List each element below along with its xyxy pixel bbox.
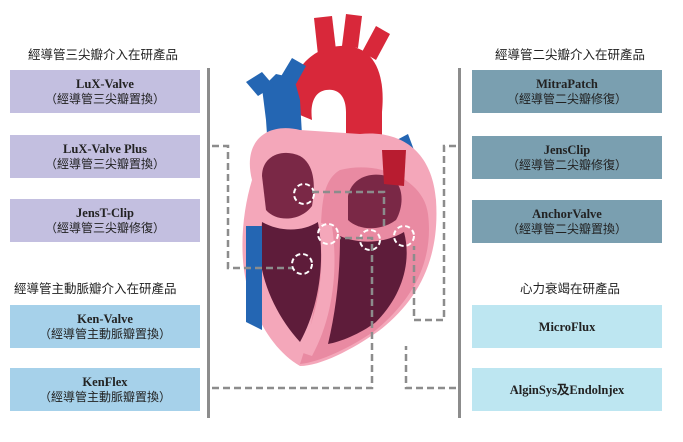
- product-name: LuX-Valve Plus: [63, 142, 147, 156]
- product-box-kenflex[interactable]: KenFlex （經導管主動脈瓣置換）: [10, 368, 200, 411]
- product-box-ken-valve[interactable]: Ken-Valve （經導管主動脈瓣置換）: [10, 305, 200, 348]
- valve-marker-ventricle: [395, 325, 417, 347]
- inferior-vena-cava: [246, 226, 262, 330]
- valve-marker-mitral: [359, 229, 381, 251]
- product-name: LuX-Valve: [76, 77, 134, 91]
- left-group-bar: [207, 68, 210, 418]
- connector-heart-failure: [404, 346, 456, 390]
- product-box-alginsys[interactable]: AlginSys及Endolnjex: [472, 368, 662, 411]
- valve-marker-mitral-2: [393, 225, 415, 247]
- right-atrium: [262, 152, 314, 219]
- product-box-jenst-clip[interactable]: JensT-Clip （經導管三尖瓣修復）: [10, 199, 200, 242]
- heart-failure-heading: 心力衰竭在研產品: [520, 281, 621, 296]
- product-name: JensT-Clip: [76, 206, 134, 220]
- product-box-mitrapatch[interactable]: MitraPatch （經導管二尖瓣修復）: [472, 70, 662, 113]
- right-group-bar: [458, 68, 461, 418]
- product-name: JensClip: [543, 143, 591, 157]
- aortic-branch: [362, 26, 390, 60]
- product-desc: （經導管主動脈瓣置換）: [38, 327, 171, 341]
- product-box-lux-valve-plus[interactable]: LuX-Valve Plus （經導管三尖瓣置換）: [10, 135, 200, 178]
- product-box-microflux[interactable]: MicroFlux: [472, 305, 662, 348]
- vena-branch: [280, 58, 306, 84]
- connector-aortic: [212, 236, 374, 390]
- aortic-heading: 經導管主動脈瓣介入在研產品: [14, 281, 177, 296]
- valve-marker-aortic: [317, 223, 339, 245]
- product-desc: （經導管主動脈瓣置換）: [38, 390, 171, 404]
- left-atrium: [348, 174, 402, 229]
- connector-pulmonary: [312, 190, 386, 230]
- product-desc: （經導管二尖瓣修復）: [506, 92, 627, 106]
- product-desc: （經導管二尖瓣置換）: [506, 222, 627, 236]
- product-box-jensclip[interactable]: JensClip （經導管二尖瓣修復）: [472, 136, 662, 179]
- mitral-heading: 經導管二尖瓣介入在研產品: [495, 47, 646, 62]
- right-ventricle: [260, 222, 322, 342]
- product-name: AlginSys及Endolnjex: [509, 382, 625, 397]
- product-desc: （經導管二尖瓣修復）: [506, 158, 627, 172]
- aortic-branch: [314, 16, 336, 55]
- connector-tricuspid: [212, 144, 292, 270]
- product-desc: （經導管三尖瓣置換）: [44, 92, 165, 106]
- product-box-lux-valve[interactable]: LuX-Valve （經導管三尖瓣置換）: [10, 70, 200, 113]
- left-ventricle: [328, 232, 407, 344]
- vena-branch: [246, 72, 274, 96]
- product-desc: （經導管三尖瓣置換）: [44, 157, 165, 171]
- product-box-anchorvalve[interactable]: AnchorValve （經導管二尖瓣置換）: [472, 200, 662, 243]
- product-name: AnchorValve: [532, 207, 602, 221]
- tricuspid-heading: 經導管三尖瓣介入在研產品: [28, 47, 179, 62]
- aorta-arch: [288, 45, 383, 150]
- product-name: Ken-Valve: [77, 312, 133, 326]
- product-name: MitraPatch: [536, 77, 598, 91]
- descending-aorta: [382, 150, 406, 186]
- product-name: KenFlex: [82, 375, 128, 389]
- septum: [300, 222, 335, 356]
- product-name: MicroFlux: [538, 319, 596, 334]
- product-desc: （經導管三尖瓣修復）: [44, 221, 165, 235]
- valve-marker-pulmonary: [293, 183, 315, 205]
- valve-marker-tricuspid: [291, 253, 313, 275]
- aortic-branch: [342, 14, 362, 48]
